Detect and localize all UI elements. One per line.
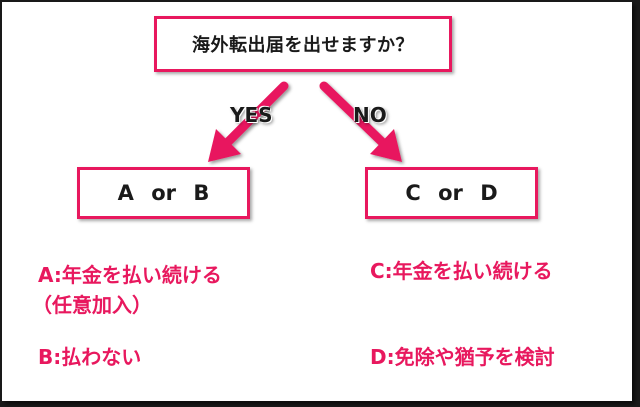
no-label: NO	[353, 103, 387, 127]
question-text: 海外転出届を出せますか？	[192, 35, 414, 56]
option-d: D:免除や猶予を検討	[370, 345, 555, 369]
yes-arrow	[208, 81, 289, 162]
yes-label: YES	[230, 103, 273, 127]
arrows-layer	[208, 81, 402, 162]
option-c: C:年金を払い続ける	[370, 259, 553, 283]
no-arrow	[319, 81, 402, 162]
cd-box: C or D	[365, 167, 538, 219]
option-b: B:払わない	[38, 345, 142, 369]
option-a: A:年金を払い続ける	[38, 263, 222, 287]
diagram-canvas: 海外転出届を出せますか？ YES NO A or B C or D A:年金を払…	[2, 2, 632, 401]
option-a-note: （任意加入）	[32, 293, 152, 317]
ab-box-text: A or B	[117, 181, 210, 205]
question-box: 海外転出届を出せますか？	[154, 16, 452, 72]
cd-box-text: C or D	[405, 181, 498, 205]
ab-box: A or B	[77, 167, 250, 219]
